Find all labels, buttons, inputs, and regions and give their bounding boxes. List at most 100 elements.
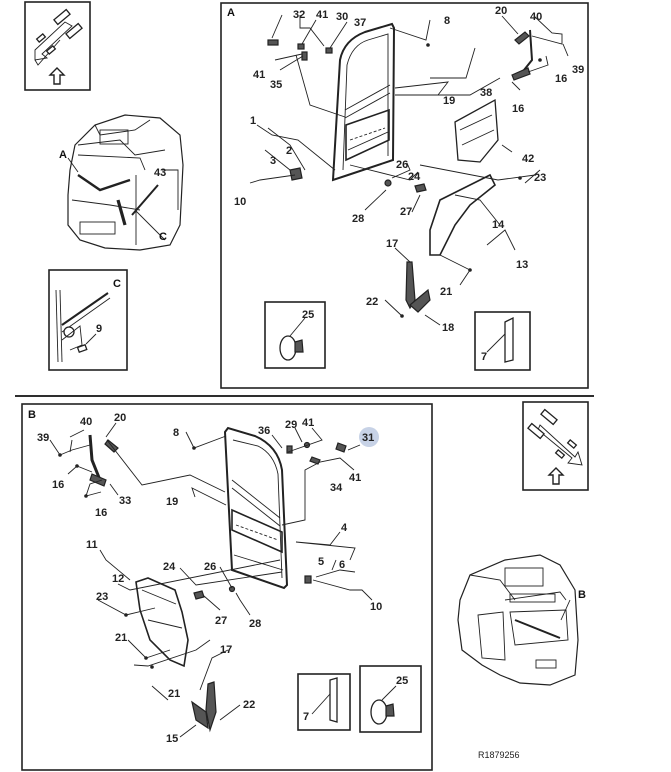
callout-b-21-upper: 21 (115, 632, 127, 644)
callout-a-37: 37 (354, 17, 366, 29)
direction-arrow-icon-right (522, 401, 589, 491)
callout-a-22: 22 (366, 296, 378, 308)
section-b-label: B (28, 409, 36, 421)
section-b-clip-box (359, 665, 422, 733)
callout-a-24: 24 (408, 171, 421, 183)
callout-b-5: 5 (318, 556, 324, 568)
section-b-callouts: 40 20 39 8 36 29 41 31 16 33 34 41 16 19… (37, 412, 382, 745)
callout-a-27: 27 (400, 206, 412, 218)
part-a-42 (454, 98, 499, 163)
part-b-36 (286, 445, 293, 454)
callout-a-20: 20 (495, 5, 507, 17)
callout-b-28: 28 (249, 618, 261, 630)
callout-a-30: 30 (336, 11, 348, 23)
callout-b-33: 33 (119, 495, 131, 507)
callout-a-38: 38 (480, 87, 492, 99)
callout-a-41: 41 (316, 9, 328, 21)
callout-b-29: 29 (285, 419, 297, 431)
part-a-38 (511, 67, 531, 81)
callout-b-8: 8 (173, 427, 179, 439)
callout-a-16-top: 16 (555, 73, 567, 85)
part-b-33 (89, 473, 107, 487)
callout-a-7: 7 (481, 351, 487, 363)
callout-a-1: 1 (250, 115, 256, 127)
section-a-clip-box (264, 301, 326, 369)
callout-b-36: 36 (258, 425, 270, 437)
callout-b-25: 25 (396, 675, 408, 687)
callout-b-11: 11 (86, 539, 98, 551)
overview-b-label-b: B (578, 589, 586, 601)
callout-a-28: 28 (352, 213, 364, 225)
overview-a-label-a: A (59, 149, 67, 161)
callout-a-25: 25 (302, 309, 314, 321)
part-a-18 (409, 288, 431, 313)
part-a-37 (325, 47, 333, 54)
callout-b-10: 10 (370, 601, 382, 613)
callout-a-14: 14 (492, 219, 505, 231)
callout-a-41-lower: 41 (253, 69, 265, 81)
callout-b-16: 16 (95, 507, 107, 519)
reference-code: R1879256 (478, 750, 520, 760)
section-a-leaders (249, 14, 569, 326)
callout-b-20: 20 (114, 412, 126, 424)
callout-b-6: 6 (339, 559, 345, 571)
callout-b-40: 40 (80, 416, 92, 428)
callout-b-4: 4 (341, 522, 348, 534)
callout-b-24: 24 (163, 561, 176, 573)
section-a-callouts: 32 41 30 37 8 20 40 39 16 41 35 19 38 16… (234, 5, 584, 334)
section-b-door (223, 426, 289, 590)
callout-b-31[interactable]: 31 (362, 432, 374, 444)
callout-b-31-highlight[interactable] (359, 427, 379, 447)
part-a-17 (405, 261, 416, 310)
part-b-40 (88, 434, 102, 481)
section-a-box (220, 2, 589, 389)
detail-c-label: C (113, 278, 121, 290)
callout-a-23: 23 (534, 172, 546, 184)
callout-b-26: 26 (204, 561, 216, 573)
callout-a-32: 32 (293, 9, 305, 21)
section-a-door (331, 22, 396, 182)
part-b-5 (304, 575, 312, 584)
callout-b-41-lower: 41 (349, 472, 361, 484)
part-b-27 (193, 590, 205, 600)
section-b-tape-box (297, 673, 351, 731)
callout-b-39: 39 (37, 432, 49, 444)
overview-a-label-43: 43 (154, 167, 166, 179)
section-a-tape-box (474, 311, 531, 371)
callout-a-40: 40 (530, 11, 542, 23)
callout-a-17: 17 (386, 238, 398, 250)
callout-a-19: 19 (443, 95, 455, 107)
callout-b-7: 7 (303, 711, 309, 723)
section-a-label: A (227, 7, 235, 19)
callout-a-26: 26 (396, 159, 408, 171)
callout-b-16-upper: 16 (52, 479, 64, 491)
part-a-20 (514, 31, 530, 45)
callout-b-17: 17 (220, 644, 232, 656)
callout-b-19: 19 (166, 496, 178, 508)
callout-a-16: 16 (512, 103, 524, 115)
part-a-30 (297, 43, 305, 50)
part-b-31 (335, 442, 347, 453)
callout-b-23: 23 (96, 591, 108, 603)
callout-b-12: 12 (112, 573, 124, 585)
callout-a-10: 10 (234, 196, 246, 208)
part-a-27 (414, 183, 427, 193)
callout-b-15: 15 (166, 733, 178, 745)
callout-a-13: 13 (516, 259, 528, 271)
part-a-32 (267, 39, 279, 46)
part-b-26 (228, 585, 236, 593)
part-a-26 (384, 179, 392, 187)
callout-c-9: 9 (96, 323, 102, 335)
callout-b-41: 41 (302, 417, 314, 429)
part-b-15 (191, 700, 209, 730)
callout-a-8: 8 (444, 15, 450, 27)
part-a-13 (429, 173, 497, 256)
callout-a-42: 42 (522, 153, 534, 165)
overview-a-label-c: C (159, 231, 167, 243)
section-b-leaders (49, 422, 373, 738)
cab-overview-a (67, 114, 184, 251)
callout-b-22: 22 (243, 699, 255, 711)
callout-b-21: 21 (168, 688, 180, 700)
callout-a-39: 39 (572, 64, 584, 76)
callout-b-34: 34 (330, 482, 343, 494)
